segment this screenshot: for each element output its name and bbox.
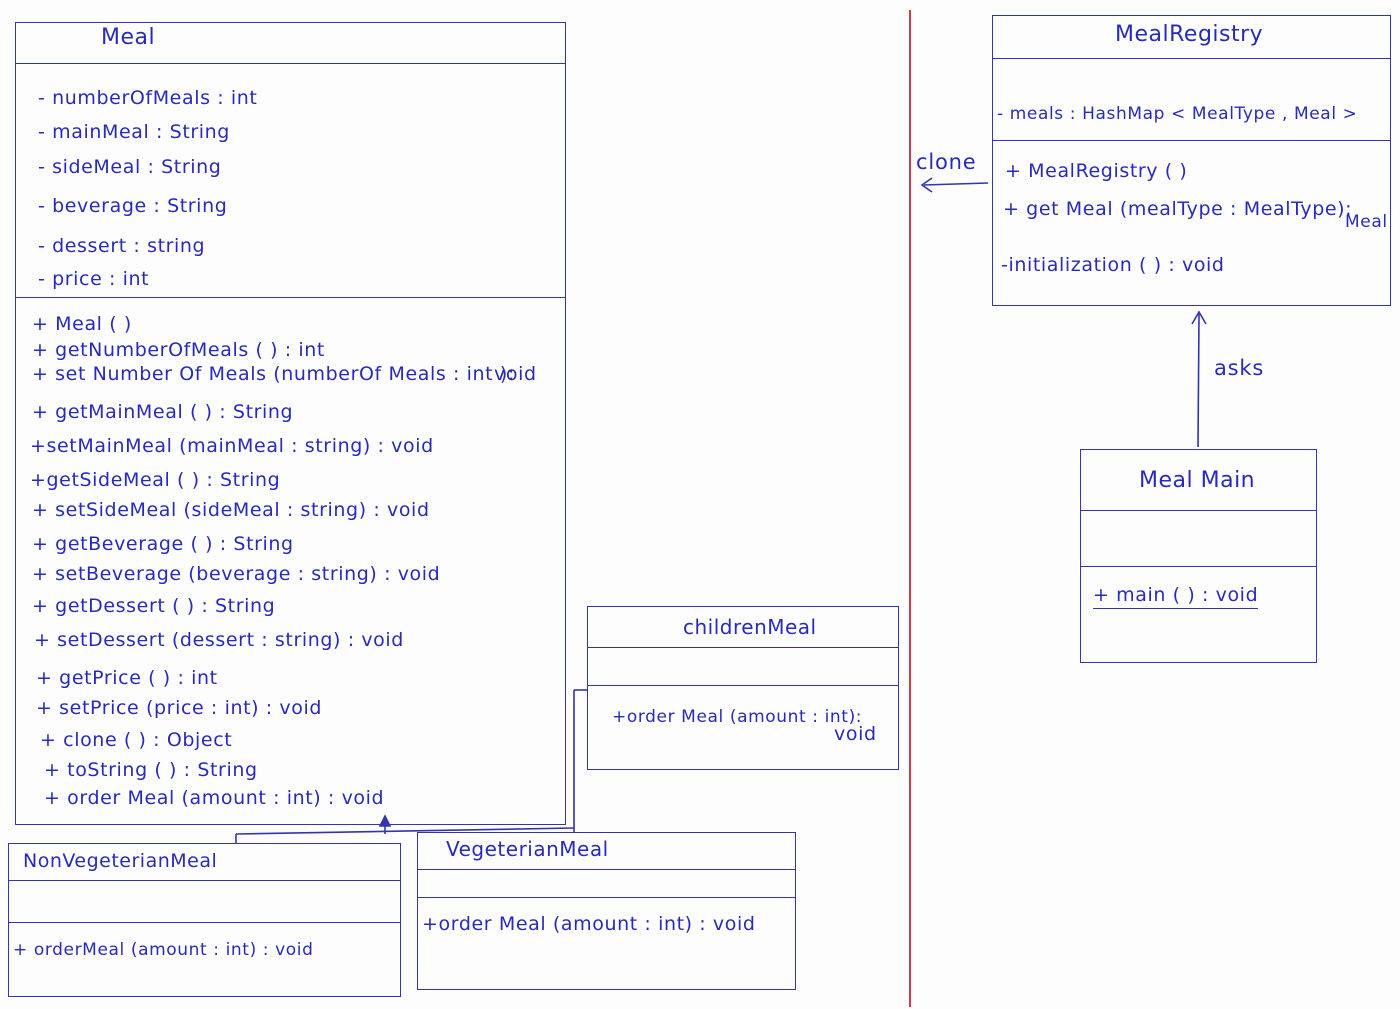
children-meal-class-box: childrenMeal +order Meal (amount : int):… (587, 606, 899, 770)
veg-meal-method: +order Meal (amount : int) : void (422, 913, 756, 935)
meal-attribute: - beverage : String (38, 195, 228, 217)
meal-attribute: - dessert : string (38, 235, 206, 257)
meal-method: + getDessert ( ) : String (32, 595, 276, 617)
meal-attribute: - numberOfMeals : int (38, 87, 258, 109)
meal-main-class-title: Meal Main (1139, 468, 1256, 493)
clone-label: clone (916, 150, 977, 174)
meal-method: + getBeverage ( ) : String (32, 533, 294, 555)
meal-class-title: Meal (101, 25, 156, 50)
meal-registry-class-title: MealRegistry (1115, 22, 1264, 47)
meal-class-method-divider (16, 297, 565, 298)
meal-method: + getNumberOfMeals ( ) : int (32, 339, 325, 361)
children-meal-attr-divider (588, 647, 898, 648)
meal-registry-method: + get Meal (mealType : MealType): (1003, 198, 1353, 220)
meal-main-attr-divider (1081, 510, 1316, 511)
meal-main-method-divider (1081, 566, 1316, 567)
meal-method: +getSideMeal ( ) : String (30, 469, 281, 491)
meal-method: + setBeverage (beverage : string) : void (32, 563, 441, 585)
meal-method: + setPrice (price : int) : void (36, 697, 323, 719)
veg-meal-class-box: VegeterianMeal +order Meal (amount : int… (417, 832, 796, 990)
meal-method: + getPrice ( ) : int (36, 667, 218, 689)
asks-arrow-line (1197, 313, 1200, 448)
meal-method: +setMainMeal (mainMeal : string) : void (30, 435, 434, 457)
meal-registry-method: + MealRegistry ( ) (1005, 160, 1188, 182)
non-veg-meal-attr-divider (9, 880, 400, 881)
meal-method: + setSideMeal (sideMeal : string) : void (32, 499, 430, 521)
asks-arrowhead (1191, 310, 1207, 325)
clone-arrowhead (920, 177, 933, 193)
asks-label: asks (1214, 356, 1265, 380)
non-veg-meal-class-title: NonVegeterianMeal (23, 850, 218, 872)
meal-method: + clone ( ) : Object (40, 729, 233, 751)
clone-arrow-line (923, 182, 989, 186)
meal-method: + set Number Of Meals (numberOf Meals : … (32, 363, 515, 385)
non-veg-meal-method: + orderMeal (amount : int) : void (13, 940, 314, 960)
meal-method: void (494, 363, 537, 385)
meal-registry-attribute: - meals : HashMap < MealType , Meal > (997, 104, 1358, 124)
meal-class-attr-divider (16, 63, 565, 64)
meal-registry-class-box: MealRegistry - meals : HashMap < MealTyp… (992, 15, 1391, 306)
children-meal-method: void (834, 723, 877, 745)
meal-class-box: Meal - numberOfMeals : int - mainMeal : … (15, 22, 566, 825)
non-veg-meal-method-divider (9, 922, 400, 923)
meal-main-class-box: Meal Main + main ( ) : void (1080, 449, 1317, 663)
meal-main-method: + main ( ) : void (1093, 584, 1259, 609)
meal-attribute: - sideMeal : String (38, 156, 222, 178)
meal-registry-attr-divider (993, 58, 1390, 59)
page-divider-line (909, 10, 911, 1007)
children-meal-method: +order Meal (amount : int): (612, 707, 863, 727)
veg-meal-attr-divider (418, 869, 795, 870)
meal-registry-method: Meal (1345, 212, 1388, 232)
non-veg-meal-class-box: NonVegeterianMeal + orderMeal (amount : … (8, 843, 401, 997)
meal-registry-method: -initialization ( ) : void (1001, 254, 1225, 276)
meal-registry-method-divider (993, 140, 1390, 141)
meal-method: + setDessert (dessert : string) : void (34, 629, 404, 651)
veg-meal-method-divider (418, 897, 795, 898)
veg-meal-class-title: VegeterianMeal (446, 837, 609, 861)
meal-attribute: - price : int (38, 268, 150, 290)
meal-attribute: - mainMeal : String (38, 121, 230, 143)
meal-method: + Meal ( ) (32, 313, 132, 335)
children-meal-method-divider (588, 685, 898, 686)
children-meal-class-title: childrenMeal (683, 615, 817, 639)
meal-method: + order Meal (amount : int) : void (44, 787, 385, 809)
meal-method: + toString ( ) : String (44, 759, 258, 781)
meal-method: + getMainMeal ( ) : String (32, 401, 294, 423)
